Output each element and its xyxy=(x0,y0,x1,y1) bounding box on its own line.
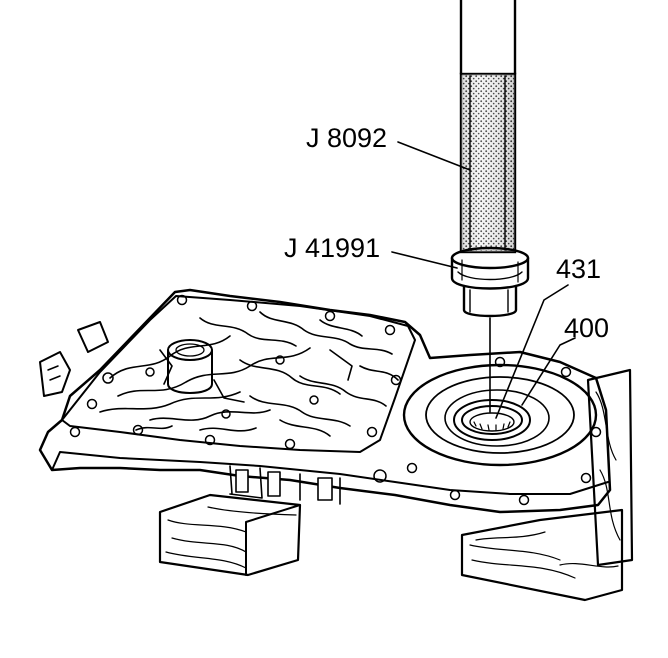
callout-j8092: J 8092 xyxy=(306,123,387,153)
seal-431 xyxy=(461,405,523,435)
callout-400: 400 xyxy=(564,313,609,343)
callout-leaders xyxy=(391,141,576,419)
callout-431: 431 xyxy=(556,254,601,284)
housing-bore-flange xyxy=(402,363,598,467)
wood-block-right xyxy=(460,508,624,602)
valve-body-assembly xyxy=(38,288,612,514)
seal-installer-j41991 xyxy=(450,246,530,318)
leader-j41991 xyxy=(391,251,458,269)
accumulator-cylinder xyxy=(167,339,213,394)
callout-j41991: J 41991 xyxy=(284,233,380,263)
leader-400 xyxy=(521,337,576,406)
leader-431 xyxy=(495,284,569,419)
fluid-passage-channels xyxy=(99,311,399,437)
leader-j8092 xyxy=(397,141,471,171)
bolt-holes xyxy=(69,294,602,506)
driver-handle-j8092 xyxy=(459,0,517,254)
wood-block-left xyxy=(158,493,302,577)
skirt-ribs xyxy=(229,465,341,505)
